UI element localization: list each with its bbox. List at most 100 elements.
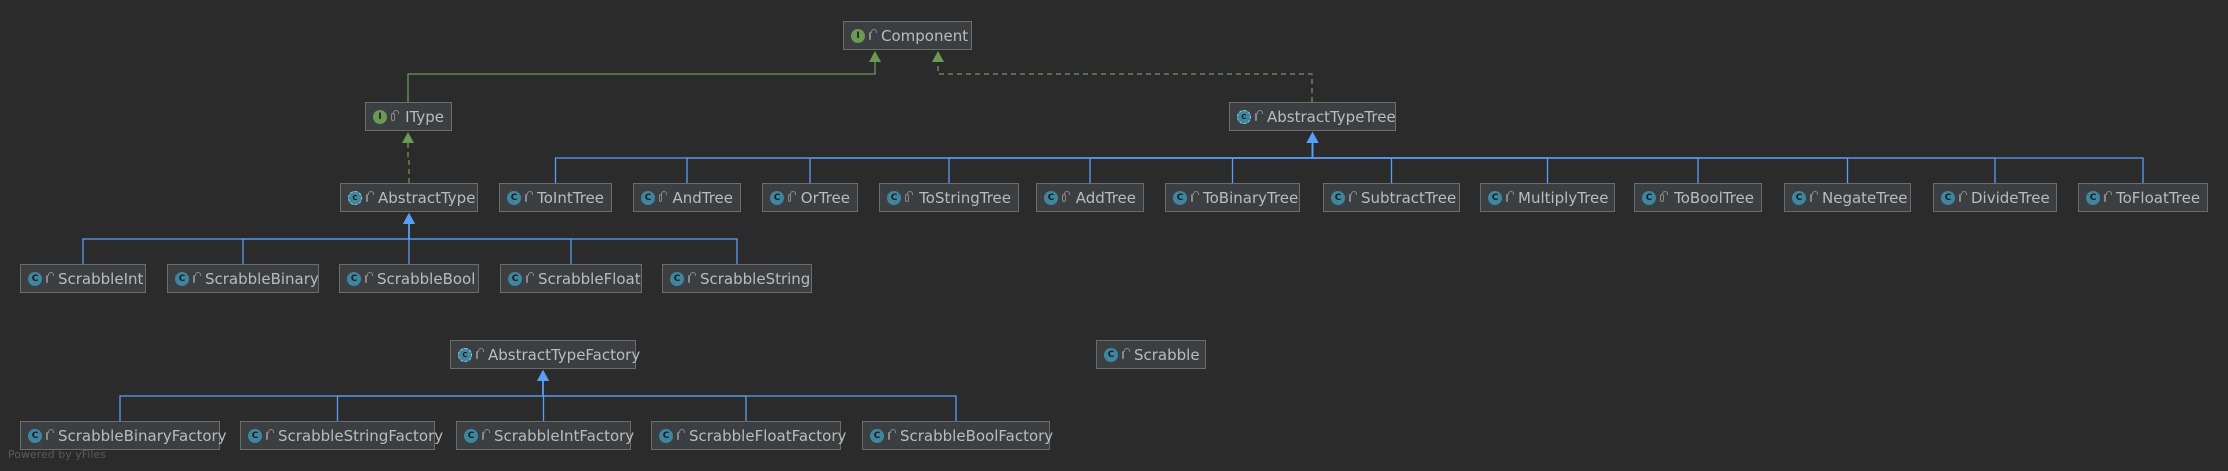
edge-extends — [1311, 142, 1699, 183]
visibility-lock-icon — [391, 109, 400, 121]
node-scrabble-int[interactable]: C ScrabbleInt — [20, 264, 146, 293]
class-icon: C — [28, 271, 42, 286]
class-icon: C — [887, 190, 901, 205]
edge-extends — [242, 223, 410, 264]
edge-extends — [82, 223, 410, 264]
node-label: MultiplyTree — [1518, 188, 1609, 207]
edge-extends — [542, 380, 747, 421]
node-label: ToFloatTree — [2116, 188, 2201, 207]
class-icon: C — [1173, 190, 1187, 205]
runnable-class-icon: C — [1104, 347, 1118, 362]
node-label: SubtractTree — [1361, 188, 1457, 207]
node-label: AddTree — [1075, 188, 1136, 207]
powered-by-label: Powered by yFiles — [8, 448, 106, 461]
node-scrabble-float-factory[interactable]: C ScrabbleFloatFactory — [651, 421, 846, 450]
edge-extends — [1231, 142, 1314, 183]
node-to-string-tree[interactable]: C ToStringTree — [879, 183, 1019, 212]
node-scrabble-bool[interactable]: C ScrabbleBool — [339, 264, 479, 293]
class-icon: C — [1044, 190, 1058, 205]
edge-extends — [1311, 142, 1549, 183]
abstract-class-icon: C — [1237, 109, 1251, 124]
visibility-lock-icon — [905, 190, 914, 202]
class-icon: C — [1488, 190, 1502, 205]
visibility-lock-icon — [1191, 190, 1199, 202]
visibility-lock-icon — [526, 271, 534, 283]
node-label: OrTree — [800, 188, 850, 207]
node-label: ScrabbleInt — [58, 269, 144, 288]
node-label: DivideTree — [1971, 188, 2050, 207]
node-label: AbstractType — [378, 188, 476, 207]
node-label: ScrabbleBool — [377, 269, 476, 288]
visibility-lock-icon — [1959, 190, 1967, 202]
node-or-tree[interactable]: C OrTree — [762, 183, 858, 212]
node-scrabble-string[interactable]: C ScrabbleString — [662, 264, 812, 293]
class-icon: C — [670, 271, 684, 286]
node-label: ToIntTree — [537, 188, 604, 207]
node-label: AbstractTypeTree — [1267, 107, 1396, 126]
edge-extends-interface — [407, 61, 876, 102]
visibility-lock-icon — [659, 190, 669, 202]
visibility-lock-icon — [888, 428, 896, 440]
abstract-class-icon: C — [458, 347, 472, 362]
node-label: ToBinaryTree — [1203, 188, 1299, 207]
node-abstract-type[interactable]: C AbstractType — [340, 183, 478, 212]
edge-extends — [119, 380, 544, 421]
node-divide-tree[interactable]: C DivideTree — [1933, 183, 2057, 212]
class-icon: C — [248, 428, 262, 443]
class-icon: C — [28, 428, 42, 443]
edge-arrowhead — [537, 370, 549, 381]
node-label: ToBoolTree — [1674, 188, 1754, 207]
node-label: ScrabbleBinary — [205, 269, 319, 288]
edge-extends — [1311, 142, 1849, 183]
node-add-tree[interactable]: C AddTree — [1036, 183, 1144, 212]
visibility-lock-icon — [1122, 347, 1130, 359]
class-icon: C — [464, 428, 478, 443]
node-label: ScrabbleFloatFactory — [689, 426, 847, 445]
edge-arrowhead — [1306, 132, 1319, 143]
class-icon: C — [1792, 190, 1806, 205]
visibility-lock-icon — [482, 428, 490, 440]
interface-icon: I — [851, 28, 865, 43]
visibility-lock-icon — [1506, 190, 1514, 202]
visibility-lock-icon — [525, 190, 534, 202]
edge-extends — [809, 142, 1314, 183]
node-multiply-tree[interactable]: C MultiplyTree — [1480, 183, 1615, 212]
node-label: ScrabbleFloat — [538, 269, 641, 288]
interface-icon: I — [373, 109, 387, 124]
visibility-lock-icon — [688, 271, 696, 283]
visibility-lock-icon — [193, 271, 201, 283]
node-label: ToStringTree — [919, 188, 1011, 207]
node-abstract-type-tree[interactable]: C AbstractTypeTree — [1229, 102, 1396, 131]
node-to-binary-tree[interactable]: C ToBinaryTree — [1165, 183, 1300, 212]
class-icon: C — [1941, 190, 1955, 205]
edge-extends — [1311, 142, 1393, 183]
visibility-lock-icon — [1255, 109, 1263, 121]
abstract-class-icon: C — [348, 190, 362, 205]
node-label: ScrabbleString — [700, 269, 811, 288]
edge-extends — [1311, 142, 2144, 183]
class-icon: C — [659, 428, 673, 443]
class-icon: C — [347, 271, 361, 286]
visibility-lock-icon — [2104, 190, 2112, 202]
edge-arrowhead — [403, 213, 415, 224]
visibility-lock-icon — [46, 428, 54, 440]
class-icon: C — [770, 190, 784, 205]
edge-extends — [542, 380, 957, 421]
